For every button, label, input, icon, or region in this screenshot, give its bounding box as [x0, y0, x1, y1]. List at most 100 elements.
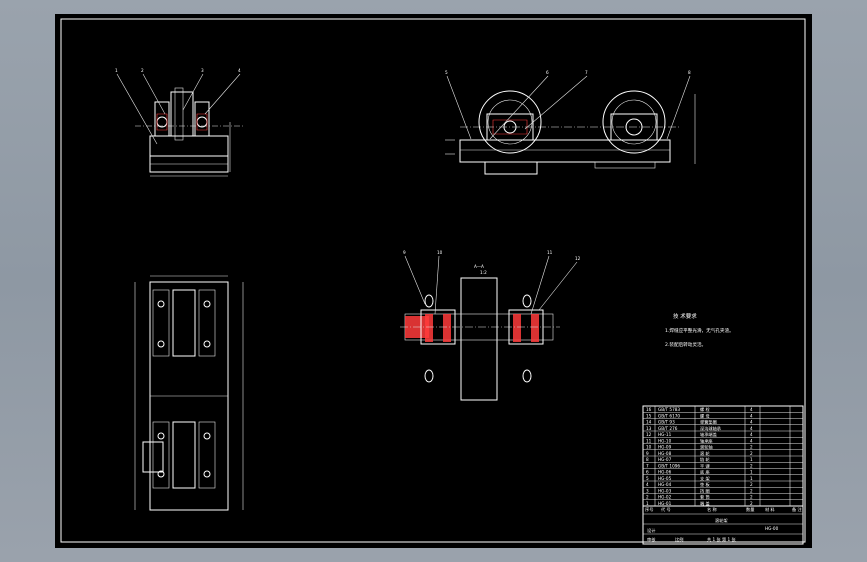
- cad-viewport[interactable]: 1 2 3 4 5 6 7 8: [55, 14, 812, 548]
- bom-cell-no: 15: [646, 413, 652, 418]
- bom-cell-name: 深沟球轴承: [700, 425, 722, 432]
- bom-cell-no: 12: [646, 432, 652, 437]
- drawing-code: HG-00: [765, 526, 779, 531]
- bom-cell-no: 5: [646, 476, 649, 481]
- bom-cell-no: 16: [646, 407, 652, 412]
- bom-cell-code: HG-01: [658, 501, 672, 506]
- bom-cell-name: 轴承座: [700, 437, 713, 444]
- bom-header: 代 号: [661, 506, 671, 513]
- bom-cell-qty: 4: [750, 426, 753, 431]
- balloon-label: 8: [688, 70, 691, 75]
- bom-cell-code: HG-09: [658, 445, 672, 450]
- balloon-label: 5: [445, 70, 448, 75]
- bom-cell-name: 垫 板: [700, 481, 711, 488]
- bom-cell-no: 9: [646, 451, 649, 456]
- bom-cell-qty: 2: [750, 451, 753, 456]
- bom-cell-qty: 2: [750, 501, 753, 506]
- bom-cell-code: HG-02: [658, 495, 672, 500]
- bom-cell-name: 螺 母: [700, 412, 710, 419]
- bom-cell-name: 链 轮: [700, 456, 711, 463]
- bom-header: 备 注: [792, 506, 803, 513]
- bom-cell-code: HG-11: [658, 432, 672, 437]
- drawing-name: 滚轮架: [715, 517, 728, 524]
- notes-title: 技 术要求: [673, 312, 697, 320]
- balloon-label: 10: [437, 250, 443, 255]
- bom-cell-name: 支 架: [700, 475, 710, 482]
- note-item: 2.装配后转动灵活。: [665, 341, 706, 348]
- bom-cell-code: HG-08: [658, 451, 672, 456]
- bom-cell-code: HG-03: [658, 488, 672, 493]
- bom-cell-no: 7: [646, 463, 649, 468]
- bom-cell-name: 套 筒: [700, 494, 710, 501]
- sheet-label: 共 1 张 第 1 张: [707, 536, 737, 543]
- section-scale: 1:2: [480, 270, 487, 275]
- balloon-label: 6: [546, 70, 549, 75]
- bom-cell-qty: 2: [750, 445, 753, 450]
- bom-cell-qty: 4: [750, 407, 753, 412]
- sheet-border: [60, 18, 806, 543]
- bom-header: 名 称: [707, 506, 717, 513]
- balloon-label: 3: [201, 68, 204, 73]
- bom-cell-code: GB/T 93: [658, 420, 675, 425]
- bom-cell-code: HG-07: [658, 457, 672, 462]
- bom-cell-qty: 1: [750, 457, 753, 462]
- bom-cell-code: GB/T 1096: [658, 463, 680, 468]
- bom-cell-qty: 2: [750, 482, 753, 487]
- bom-cell-code: GB/T 6170: [658, 413, 680, 418]
- bom-cell-code: HG-10: [658, 438, 672, 443]
- front-view[interactable]: 1 2 3 4: [115, 68, 245, 177]
- bom-cell-name: 底 座: [700, 469, 710, 476]
- bom-cell-qty: 4: [750, 420, 753, 425]
- bom-header: 材 料: [765, 506, 776, 513]
- bom-cell-no: 8: [646, 457, 649, 462]
- bom-cell-qty: 2: [750, 488, 753, 493]
- balloon-label: 11: [547, 250, 553, 255]
- top-view[interactable]: [134, 275, 244, 511]
- bom-cell-no: 13: [646, 426, 652, 431]
- bom-cell-qty: 4: [750, 432, 753, 437]
- bom-cell-name: 弹簧垫圈: [700, 419, 717, 426]
- bom-cell-no: 3: [646, 488, 649, 493]
- bom-cell-no: 10: [646, 445, 652, 450]
- balloon-label: 9: [403, 250, 406, 255]
- bom-cell-code: GB/T 5783: [658, 407, 680, 412]
- bom-cell-qty: 2: [750, 495, 753, 500]
- balloon-label: 1: [115, 68, 118, 73]
- balloon-label: 4: [238, 68, 241, 73]
- bom-cell-code: HG-06: [658, 470, 672, 475]
- bom-cell-no: 2: [646, 495, 649, 500]
- technical-notes: 技 术要求 1.焊缝应平整光滑，无气孔夹渣。 2.装配后转动灵活。: [665, 312, 734, 348]
- bom-cell-qty: 2: [750, 463, 753, 468]
- bom-cell-name: 滚轮轴: [700, 444, 713, 451]
- bom-cell-name: 滚 轮: [700, 450, 711, 457]
- bom-cell-no: 1: [646, 501, 649, 506]
- checker-label: 审核: [647, 536, 656, 543]
- bom-cell-name: 端 盖: [700, 500, 710, 507]
- bom-cell-qty: 4: [750, 438, 753, 443]
- bom-cell-qty: 1: [750, 476, 753, 481]
- scale-label: 比例: [675, 536, 683, 543]
- designer-label: 设计: [647, 527, 655, 534]
- bom-cell-code: HG-05: [658, 476, 672, 481]
- bom-cell-no: 6: [646, 470, 649, 475]
- balloon-label: 12: [575, 256, 581, 261]
- bom-cell-name: 挡 圈: [700, 487, 710, 494]
- side-view[interactable]: 5 6 7 8: [445, 70, 696, 175]
- note-item: 1.焊缝应平整光滑，无气孔夹渣。: [665, 327, 734, 334]
- bom-cell-no: 4: [646, 482, 649, 487]
- bom-header: 数量: [746, 506, 754, 513]
- balloon-label: 7: [585, 70, 588, 75]
- bom-cell-code: GB/T 276: [658, 426, 678, 431]
- bom-cell-code: HG-04: [658, 482, 672, 487]
- bom-cell-name: 平 键: [700, 462, 711, 469]
- bom-cell-no: 11: [646, 438, 652, 443]
- bom-cell-name: 轴承端盖: [700, 431, 717, 438]
- bom-cell-qty: 1: [750, 470, 753, 475]
- section-label: A—A: [474, 264, 484, 269]
- balloon-label: 2: [141, 68, 144, 73]
- section-view-a-a[interactable]: A—A 1:2 9 10 11 12: [400, 250, 581, 401]
- bom-cell-no: 14: [646, 420, 652, 425]
- cad-drawing-canvas: 1 2 3 4 5 6 7 8: [60, 18, 806, 545]
